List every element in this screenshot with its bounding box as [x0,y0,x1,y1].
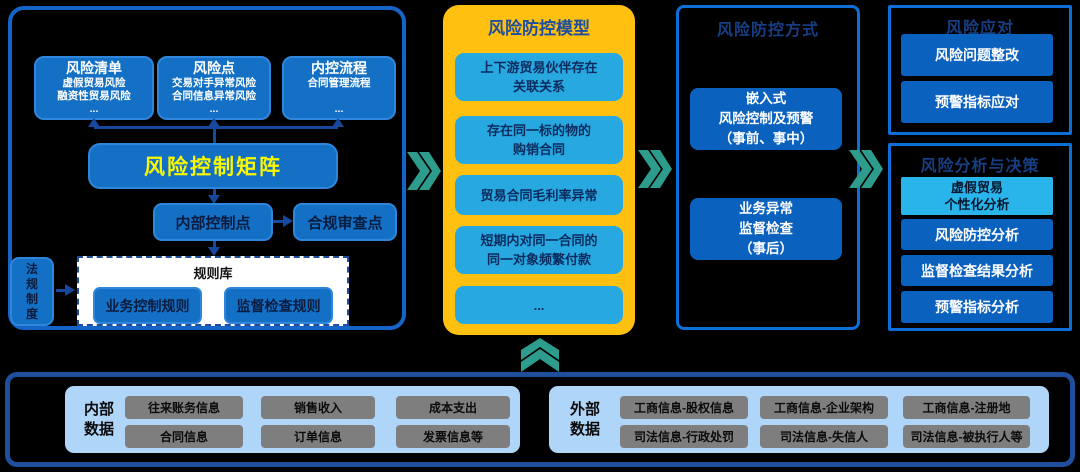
risk-prevention-model-panel: 风险防控模型 上下游贸易伙伴存在 关联关系 存在同一标的物的 购销合同 贸易合同… [443,5,635,335]
model-item-more: ... [455,286,623,324]
data-item: 销售收入 [261,396,375,419]
alert-indicator-analysis-box: 预警指标分析 [901,291,1053,323]
internal-control-point-box: 内部控制点 [153,203,273,241]
external-data-label: 外部 数据 [569,400,600,438]
method-panel-title: 风险防控方式 [716,22,819,39]
data-item: 发票信息等 [396,425,510,448]
chevron-right-icon [406,152,442,190]
data-item: 司法信息-失信人 [760,425,888,448]
risk-control-matrix-box: 风险控制矩阵 [88,143,338,189]
data-item: 工商信息-股权信息 [620,396,748,419]
internal-control-flow-body: 合同管理流程 ... [307,77,371,115]
response-panel-title: 风险应对 [945,20,1014,37]
internal-data-group: 内部 数据 往来账务信息 销售收入 成本支出 合同信息 订单信息 发票信息等 [65,386,520,453]
supervision-result-analysis-box: 监督检查结果分析 [901,255,1053,286]
arrow-down-icon [208,247,220,256]
internal-control-flow-title: 内控流程 [311,60,367,76]
data-source-panel: 内部 数据 往来账务信息 销售收入 成本支出 合同信息 订单信息 发票信息等 外… [5,372,1075,467]
connector-line [213,241,216,248]
connector-line [273,220,285,223]
risk-list-title: 风险清单 [66,60,122,76]
model-item: 上下游贸易伙伴存在 关联关系 [455,53,623,101]
connector-line [56,289,66,292]
model-panel-title: 风险防控模型 [488,19,590,38]
data-item: 司法信息-被执行人等 [903,425,1030,448]
risk-analysis-decision-panel: 风险分析与决策 虚假贸易 个性化分析 风险防控分析 监督检查结果分析 预警指标分… [888,143,1072,331]
analysis-panel-title: 风险分析与决策 [920,158,1040,175]
data-item: 往来账务信息 [125,396,243,419]
risk-prevention-analysis-box: 风险防控分析 [901,219,1053,250]
alert-indicator-response-box: 预警指标应对 [901,81,1053,123]
chevron-right-icon [848,150,884,188]
connector-line [213,189,216,196]
chevron-up-icon [521,337,559,373]
arrow-down-icon [208,195,220,204]
data-item: 司法信息-行政处罚 [620,425,748,448]
supervision-check-rules-box: 监督检查规则 [224,287,333,324]
risk-control-panel: 风险清单 虚假贸易风险 融资性贸易风险 ... 风险点 交易对手异常风险 合同信… [8,6,406,330]
risk-list-body: 虚假贸易风险 融资性贸易风险 ... [57,77,131,115]
arrow-up-icon [332,118,344,127]
arrow-up-icon [88,118,100,127]
risk-list-box: 风险清单 虚假贸易风险 融资性贸易风险 ... [34,56,154,120]
model-item: 贸易合同毛利率异常 [455,175,623,215]
internal-data-label: 内部 数据 [83,400,114,438]
arrow-up-icon [208,118,220,127]
model-item: 存在同一标的物的 购销合同 [455,116,623,164]
compliance-review-point-box: 合规审查点 [293,203,397,241]
arrow-right-icon [283,215,293,227]
external-data-group: 外部 数据 工商信息-股权信息 工商信息-企业架构 工商信息-注册地 司法信息-… [549,386,1049,453]
connector-line [94,126,338,129]
risk-prevention-method-panel: 风险防控方式 嵌入式 风险控制及预警 （事前、事中） 业务异常 监督检查 （事后… [676,5,860,330]
business-anomaly-check-box: 业务异常 监督检查 （事后） [690,198,842,260]
risk-point-box: 风险点 交易对手异常风险 合同信息异常风险 ... [157,56,271,120]
data-item: 成本支出 [396,396,510,419]
internal-control-flow-box: 内控流程 合同管理流程 ... [282,56,396,120]
business-control-rules-box: 业务控制规则 [93,287,202,324]
risk-issue-rectify-box: 风险问题整改 [901,34,1053,76]
data-item: 工商信息-注册地 [903,396,1030,419]
rule-library-title: 规则库 [193,266,233,281]
rule-library-box: 规则库 业务控制规则 监督检查规则 [77,256,349,326]
connector-line [213,127,216,143]
data-item: 工商信息-企业架构 [760,396,888,419]
data-item: 订单信息 [261,425,375,448]
fake-trade-analysis-box: 虚假贸易 个性化分析 [901,177,1053,215]
arrow-right-icon [65,284,75,296]
embedded-risk-control-box: 嵌入式 风险控制及预警 （事前、事中） [690,88,842,150]
risk-response-panel: 风险应对 风险问题整改 预警指标应对 [888,5,1072,135]
risk-point-body: 交易对手异常风险 合同信息异常风险 ... [172,77,256,115]
law-regulation-box: 法 规 制 度 [10,257,54,326]
chevron-right-icon [637,150,673,188]
model-item: 短期内对同一合同的 同一对象频繁付款 [455,226,623,274]
risk-point-title: 风险点 [193,60,235,76]
data-item: 合同信息 [125,425,243,448]
